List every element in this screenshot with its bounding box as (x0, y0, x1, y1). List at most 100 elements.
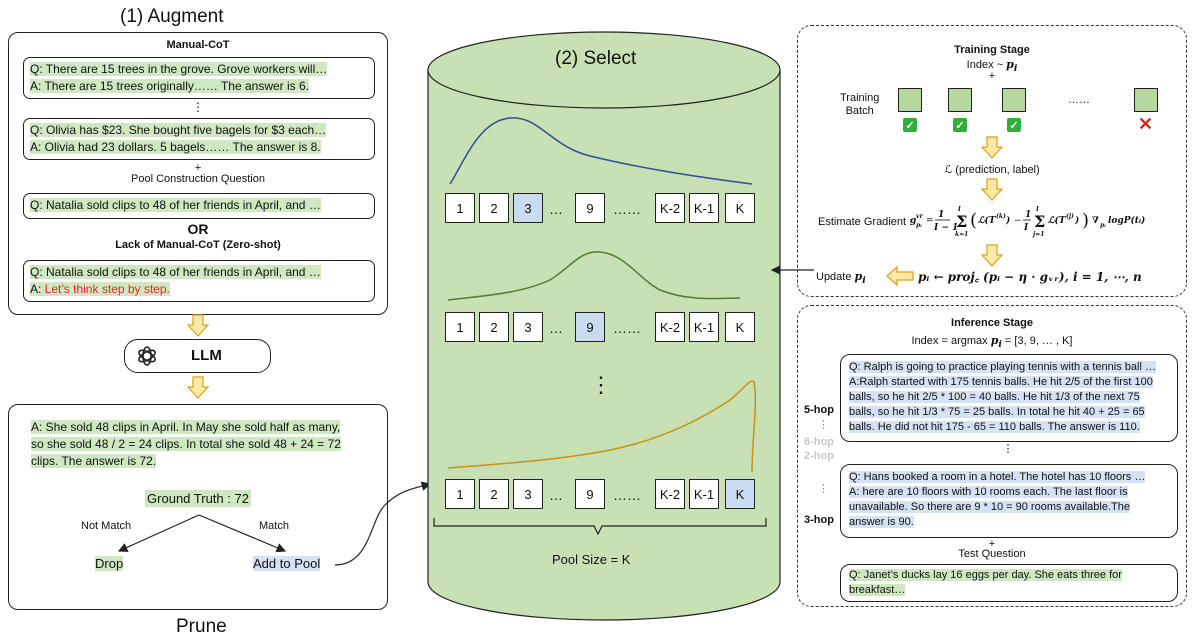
cot-example-2-question: Q: Olivia has $23. She bought five bagel… (30, 123, 327, 137)
inference-index-result: = [3, 9, … , K] (1001, 335, 1073, 347)
svg-text:∇: ∇ (1092, 216, 1099, 226)
training-batch-label-2: Batch (845, 105, 874, 117)
llm-label: LLM (191, 347, 222, 364)
pool-construction-label: Pool Construction Question (131, 173, 265, 185)
update-prefix: Update (816, 271, 855, 283)
inference-index-text: Index = argmax (911, 335, 991, 347)
training-index-var: p (1006, 58, 1014, 71)
inf-ex1-line-5: balls. He did not hit 175 - 65 = 110 bal… (849, 421, 1140, 433)
augment-title: (1) Augment (120, 6, 224, 27)
pool-cell: K-1 (689, 312, 719, 342)
hop-2-label: 2-hop (804, 450, 834, 462)
distribution-curve-3 (447, 380, 757, 473)
pool-ellipsis: … (549, 201, 563, 217)
pool-cell: K-1 (689, 479, 719, 509)
pool-cell: 3 (513, 479, 543, 509)
pool-size-label: Pool Size = K (552, 552, 631, 567)
zero-shot-trigger: Let’s think step by step. (44, 282, 170, 296)
update-var: p (854, 270, 863, 283)
inf-ex2-line-3: unavailable. So there are 9 * 10 = 90 ro… (849, 501, 1130, 513)
pool-cell: K-2 (655, 193, 685, 223)
batch-sample-4 (1134, 88, 1158, 112)
inf-ex1-line-2: A:Ralph started with 175 tennis balls. H… (849, 376, 1153, 388)
training-batch-label: Training Batch (840, 92, 879, 118)
svg-text:): ) (1074, 215, 1079, 226)
check-icon: ✓ (953, 118, 967, 132)
training-index-prefix: Index ~ (966, 59, 1007, 71)
manual-cot-label: Manual-CoT (166, 39, 230, 51)
pool-ellipsis: … (549, 487, 563, 503)
pool-cell: 2 (479, 479, 509, 509)
svg-text:pᵢ: pᵢ (1100, 222, 1106, 229)
plus-sign: + (194, 162, 202, 174)
zero-shot-label: Lack of Manual-CoT (Zero-shot) (115, 239, 281, 251)
drop-label: Drop (95, 556, 124, 571)
pool-cell: 9 (575, 312, 605, 342)
svg-text:Σ: Σ (1034, 212, 1045, 231)
not-match-label: Not Match (81, 520, 132, 532)
pool-cell: 1 (445, 193, 475, 223)
update-formula: pᵢ ← proj꜀ (pᵢ − η · gᵥᵣ), i = 1, ⋯, n (918, 270, 1142, 284)
batch-sample-1 (898, 88, 922, 112)
vertical-ellipsis: ⋮ (192, 100, 204, 114)
answer-line-3: clips. The answer is 72. (31, 454, 157, 468)
inf-ex1-line-1: Q: Ralph is going to practice playing te… (849, 361, 1156, 373)
svg-text:vr: vr (916, 213, 923, 220)
or-label: OR (187, 221, 209, 237)
svg-text:1: 1 (1025, 210, 1031, 220)
left-arrow-icon (886, 266, 914, 286)
update-var-sub: i (862, 275, 866, 287)
test-line-1: Q: Janet’s ducks lay 16 eggs per day. Sh… (849, 569, 1122, 581)
cot-example-1-question: Q: There are 15 trees in the grove. Grov… (30, 62, 328, 76)
test-question-box: Q: Janet’s ducks lay 16 eggs per day. Sh… (840, 564, 1178, 602)
rows-vertical-ellipsis: ⋮ (590, 372, 612, 397)
match-label: Match (259, 520, 289, 532)
estimate-gradient-label: Estimate Gradient : (818, 216, 913, 228)
pool-question-box: Q: Natalia sold clips to 48 of her frien… (23, 193, 375, 219)
add-to-pool-label: Add to Pool (253, 556, 321, 571)
distribution-curve-1 (449, 117, 753, 185)
pool-ellipsis: … (549, 320, 563, 336)
add-to-pool-arrow (334, 481, 432, 566)
pool-cell: K-2 (655, 479, 685, 509)
answer-line-2: so she sold 48 / 2 = 24 clips. In total … (31, 437, 341, 451)
llm-box: LLM (124, 339, 271, 373)
pool-cell: K-1 (689, 193, 719, 223)
inf-ex1-line-3: balls, so he hit 2/5 * 100 = 40 balls. H… (849, 391, 1140, 403)
zero-shot-box: Q: Natalia sold clips to 48 of her frien… (23, 260, 375, 302)
decision-branches (117, 514, 287, 553)
inference-example-1: Q: Ralph is going to practice playing te… (840, 354, 1178, 442)
pool-cell: 9 (575, 193, 605, 223)
svg-text:(: ( (970, 210, 977, 231)
svg-text:k=1: k=1 (955, 231, 968, 238)
svg-text:j=1: j=1 (1032, 231, 1044, 238)
svg-text:(k): (k) (996, 213, 1006, 220)
hop-6-label: 6-hop (804, 436, 834, 448)
zero-shot-answer-prefix: A: (30, 282, 45, 296)
answer-line-1: A: She sold 48 clips in April. In May sh… (31, 420, 341, 434)
pool-ellipsis: …… (613, 320, 641, 336)
batch-sample-2 (948, 88, 972, 112)
training-plus: + (988, 70, 996, 82)
distribution-curves (447, 117, 757, 473)
test-question-label: Test Question (958, 548, 1026, 560)
augment-panel: Manual-CoT Q: There are 15 trees in the … (8, 32, 388, 315)
pool-cell: K (725, 312, 755, 342)
training-index-sub: i (1013, 63, 1018, 75)
update-to-pool-arrow (770, 265, 814, 275)
check-icon: ✓ (1007, 118, 1021, 132)
down-arrow-5-icon (980, 244, 1004, 267)
hop-3-label: 3-hop (804, 514, 834, 526)
hop-ellipsis-1: ⋮ (818, 419, 829, 431)
inference-index: Index = argmax pi = [3, 9, … , K] (911, 334, 1073, 351)
zero-shot-question: Q: Natalia sold clips to 48 of her frien… (30, 265, 321, 279)
hop-5-label: 5-hop (804, 404, 834, 416)
pool-cell: K-2 (655, 312, 685, 342)
pool-cell: 3 (513, 312, 543, 342)
batch-sample-3 (1002, 88, 1026, 112)
pool-cell: K (725, 193, 755, 223)
pool-cell: 3 (513, 193, 543, 223)
svg-text:=: = (926, 216, 934, 226)
pool-ellipsis: …… (613, 487, 641, 503)
svg-text:logP(tᵢ): logP(tᵢ) (1108, 215, 1145, 226)
